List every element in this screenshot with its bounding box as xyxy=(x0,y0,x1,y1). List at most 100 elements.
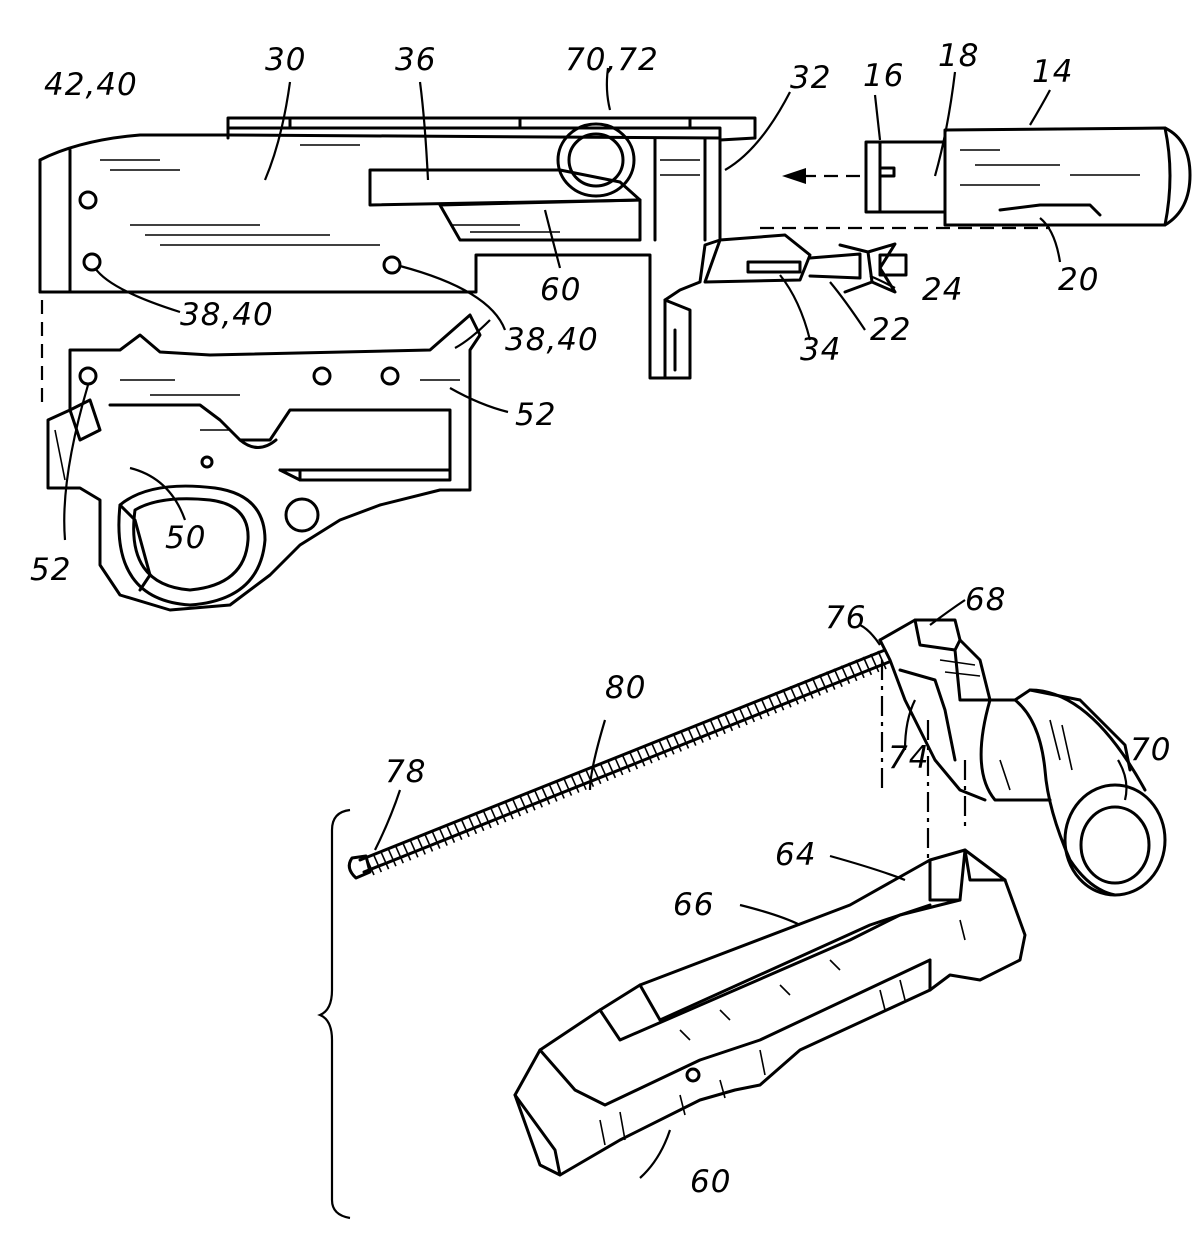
spring-coil xyxy=(760,697,770,717)
spring-coil xyxy=(379,850,390,870)
spring-coil xyxy=(445,824,456,843)
label-38-40-left: 38,40 xyxy=(180,297,274,333)
label-70: 70 xyxy=(1130,732,1171,768)
spring-coil xyxy=(665,736,675,755)
spring-coil xyxy=(592,765,602,785)
spring-coil xyxy=(840,665,851,685)
leader-lines xyxy=(63,67,1128,1179)
label-52-left: 52 xyxy=(30,552,71,588)
spring-coil xyxy=(782,688,792,708)
spring-coil xyxy=(738,706,748,726)
spring-coil xyxy=(628,750,639,770)
spring-coil xyxy=(679,730,690,749)
label-32: 32 xyxy=(790,60,831,96)
spring-coil xyxy=(438,827,448,846)
insertion-arrowhead xyxy=(782,168,806,184)
spring-coil xyxy=(621,753,631,773)
spring-coil xyxy=(453,821,463,841)
spring-coil xyxy=(423,833,434,852)
label-52-right: 52 xyxy=(515,397,556,433)
spring-coil xyxy=(409,839,419,858)
trigger-group-50 xyxy=(46,313,482,612)
label-38-40-right: 38,40 xyxy=(505,322,599,358)
spring-coil xyxy=(745,703,756,723)
label-60-bottom: 60 xyxy=(690,1164,731,1200)
spring-coil xyxy=(401,841,412,861)
label-50: 50 xyxy=(165,520,206,556)
label-66: 66 xyxy=(673,887,714,923)
spring-coil xyxy=(496,803,507,823)
spring-coil xyxy=(489,806,500,826)
spring-coil xyxy=(643,744,653,764)
spring-coil xyxy=(730,709,741,729)
spring-coil xyxy=(555,780,565,799)
trigger-group-shading xyxy=(54,379,460,481)
spring-coil xyxy=(482,809,492,829)
spring-coil xyxy=(716,715,726,735)
reference-numerals: 14 16 18 20 22 24 30 32 34 36 42,40 38,4… xyxy=(30,38,1171,1200)
spring-coil xyxy=(869,653,880,673)
spring-coil xyxy=(511,797,522,817)
label-18: 18 xyxy=(938,38,979,74)
spring-coil xyxy=(416,836,426,855)
spring-coil xyxy=(635,747,646,767)
spring-coil xyxy=(394,844,404,864)
spring-guide-tip-78 xyxy=(347,854,372,880)
spring-coil xyxy=(467,815,478,835)
spring-coil xyxy=(862,656,873,676)
spring-coil xyxy=(599,762,609,782)
label-78: 78 xyxy=(385,754,426,790)
label-76: 76 xyxy=(825,600,866,636)
spring-coil xyxy=(577,771,587,790)
spring-coil xyxy=(804,680,814,699)
spring-coil xyxy=(672,733,682,752)
receiver-shading xyxy=(100,144,700,246)
spring-coil xyxy=(701,721,712,740)
spring-coil xyxy=(855,659,865,679)
spring-coil xyxy=(818,674,829,693)
barrel-shading xyxy=(960,149,1140,186)
label-74: 74 xyxy=(888,740,929,776)
spring-coil xyxy=(687,727,697,746)
label-34: 34 xyxy=(800,332,841,368)
spring-coil xyxy=(431,830,441,849)
takedown-screw-22-24 xyxy=(838,242,908,294)
assembly-bracket xyxy=(317,808,351,1220)
label-60-top: 60 xyxy=(540,272,581,308)
spring-coil xyxy=(694,724,704,743)
receiver-30 xyxy=(38,116,757,380)
spring-coil xyxy=(709,718,719,738)
spring-coil xyxy=(848,662,858,682)
label-42-40: 42,40 xyxy=(44,67,138,103)
label-20: 20 xyxy=(1058,262,1099,298)
spring-coil xyxy=(833,668,843,687)
spring-coil xyxy=(504,800,514,820)
spring-coil xyxy=(474,812,485,832)
spring-coil xyxy=(526,791,536,811)
bolt-60 xyxy=(513,848,1027,1177)
spring-coil xyxy=(826,671,836,690)
spring-coil xyxy=(774,691,785,711)
spring-coil xyxy=(650,741,660,761)
spring-coil xyxy=(811,677,821,696)
spring-coil xyxy=(613,756,624,776)
spring-coil xyxy=(752,700,763,720)
label-64: 64 xyxy=(775,837,816,873)
spring-coil xyxy=(570,774,580,793)
spring-coil xyxy=(767,694,778,714)
spring-coil xyxy=(796,683,807,702)
spring-coil xyxy=(548,783,558,802)
spring-coil xyxy=(387,847,397,867)
barrel-14 xyxy=(864,126,1192,227)
spring-coil xyxy=(789,685,799,705)
spring-coil xyxy=(723,712,734,732)
label-30: 30 xyxy=(265,42,306,78)
label-36: 36 xyxy=(395,42,436,78)
label-24: 24 xyxy=(922,272,963,308)
spring-coil xyxy=(562,777,573,796)
spring-coil xyxy=(584,768,595,788)
spring-coils xyxy=(365,650,887,876)
spring-coil xyxy=(372,853,383,873)
label-70-72: 70,72 xyxy=(565,42,659,78)
